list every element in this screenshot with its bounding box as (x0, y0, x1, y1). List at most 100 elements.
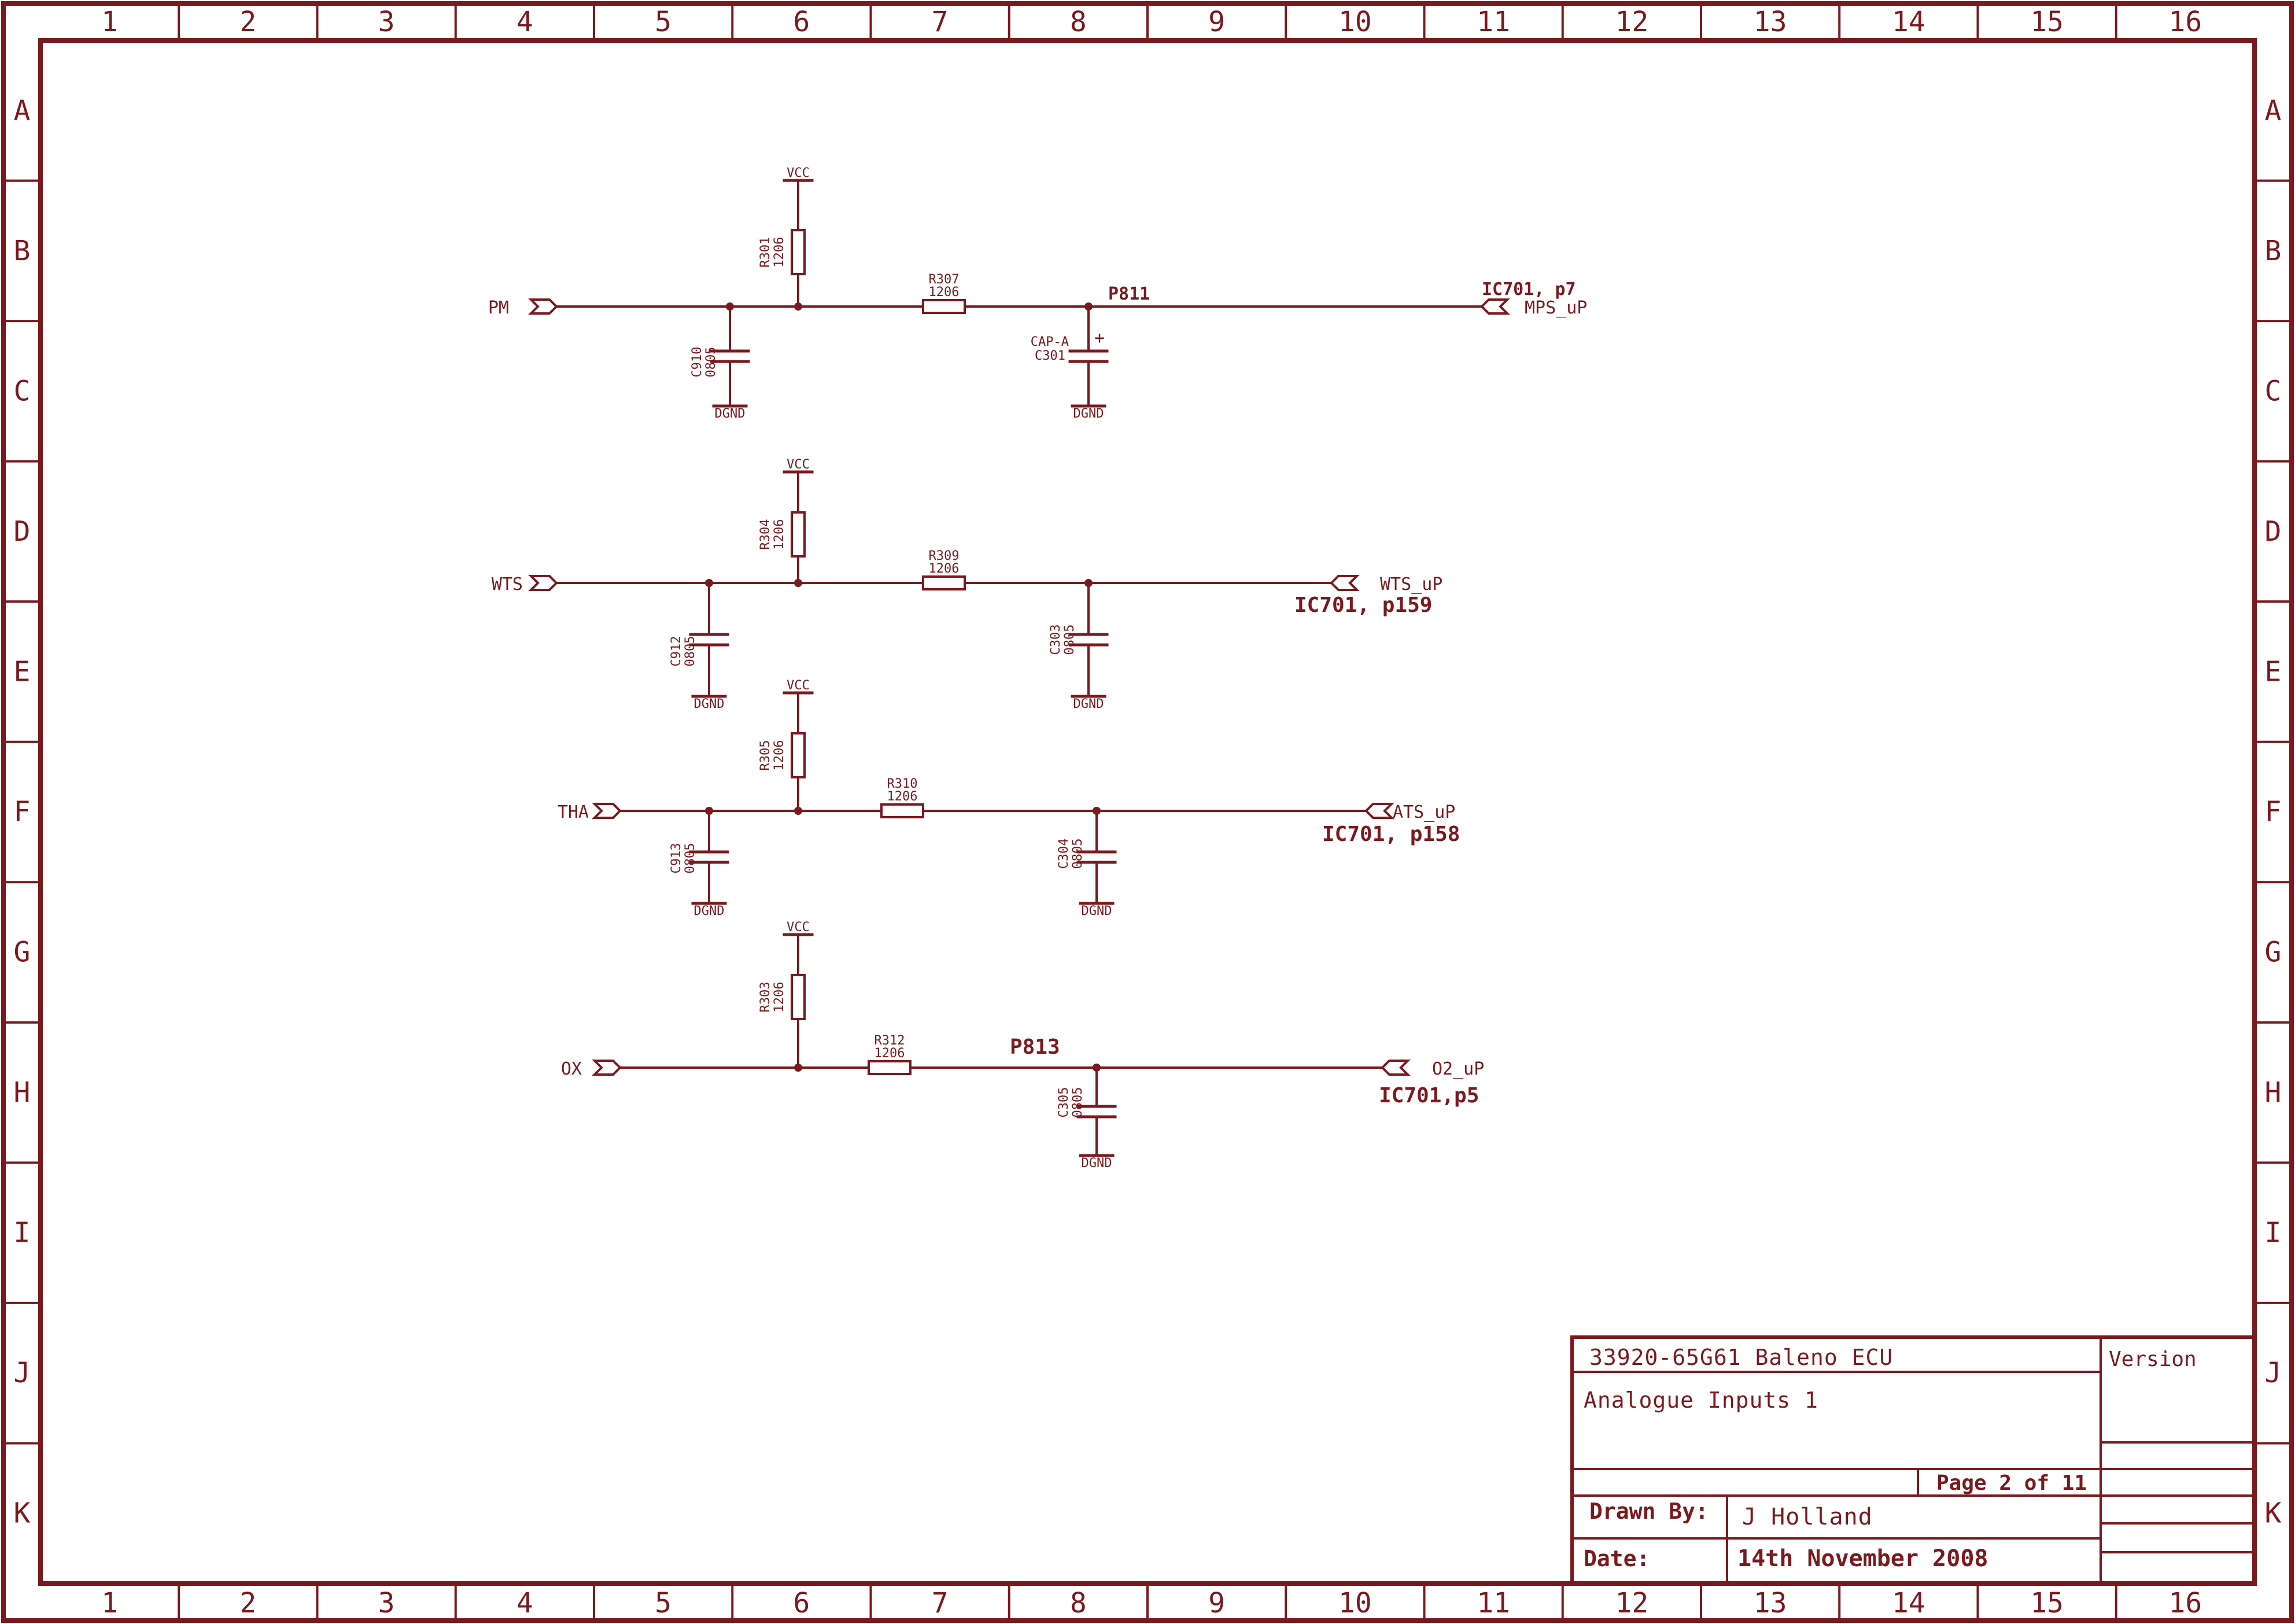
component-ref: R307 (929, 272, 960, 287)
junction-dot (794, 302, 802, 311)
net-label: P811 (1108, 284, 1150, 304)
output-port-flag (1364, 803, 1394, 819)
row-label-right: B (2265, 235, 2282, 267)
ground-label: DGND (1073, 407, 1104, 421)
column-label-top: 8 (1070, 6, 1087, 38)
row-label-right: A (2265, 94, 2282, 127)
component-package: 1206 (772, 237, 787, 268)
row-label-left: G (14, 936, 31, 969)
input-port-flag (528, 298, 558, 315)
row-label-left: K (14, 1497, 31, 1530)
output-port-label: ATS_uP (1393, 802, 1455, 822)
row-label-right: I (2265, 1217, 2282, 1249)
ground-label: DGND (1082, 1156, 1112, 1171)
pullup-resistor-body (791, 511, 806, 558)
column-label-bottom: 8 (1070, 1587, 1087, 1619)
column-label-top: 12 (1615, 6, 1648, 38)
row-label-left: I (14, 1217, 31, 1249)
column-label-bottom: 3 (378, 1587, 395, 1619)
column-label-top: 3 (378, 6, 395, 38)
column-label-top: 5 (655, 6, 671, 38)
drawn-by-name: J Holland (1742, 1504, 1873, 1530)
input-port-flag (528, 575, 558, 591)
output-port-label: MPS_uP (1525, 298, 1587, 318)
row-label-left: B (14, 235, 31, 267)
column-label-top: 6 (793, 6, 810, 38)
output-port-label: WTS_uP (1380, 574, 1442, 595)
column-label-bottom: 15 (2030, 1587, 2064, 1619)
row-label-right: E (2265, 655, 2282, 688)
component-package: 1206 (929, 285, 960, 300)
column-label-bottom: 13 (1754, 1587, 1787, 1619)
component-package: 1206 (772, 982, 787, 1013)
series-resistor-body (922, 299, 966, 314)
ground-label: DGND (694, 904, 725, 918)
component-ref: R305 (758, 740, 773, 771)
column-label-bottom: 4 (516, 1587, 533, 1619)
column-label-top: 14 (1892, 6, 1925, 38)
component-ref: R303 (758, 982, 773, 1013)
ic-pin-note: IC701, p159 (1294, 593, 1432, 617)
date-label: Date: (1584, 1546, 1650, 1571)
column-label-bottom: 16 (2168, 1587, 2202, 1619)
cap-polarity-mark: + (1094, 328, 1105, 348)
supply-label: VCC (787, 678, 810, 693)
column-label-top: 1 (101, 6, 118, 38)
row-label-left: C (14, 375, 31, 407)
input-port-flag (592, 803, 622, 819)
component-ref: R301 (758, 237, 773, 268)
series-resistor-body (922, 575, 966, 590)
pullup-resistor-body (791, 974, 806, 1020)
drawn-by-label: Drawn By: (1589, 1498, 1709, 1524)
version-label: Version (2109, 1348, 2197, 1371)
component-ref: C303 (1049, 625, 1063, 655)
column-label-top: 7 (932, 6, 949, 38)
ground-label: DGND (694, 697, 725, 711)
column-label-bottom: 14 (1892, 1587, 1925, 1619)
component-package: 0805 (1062, 625, 1077, 655)
supply-label: VCC (787, 920, 810, 935)
row-label-right: H (2265, 1076, 2282, 1109)
row-label-left: E (14, 655, 31, 688)
column-label-top: 15 (2030, 6, 2064, 38)
component-ref: R310 (887, 777, 918, 791)
component-package: 1206 (772, 519, 787, 550)
row-label-right: G (2265, 936, 2282, 969)
input-port-label: THA (558, 802, 589, 822)
column-label-bottom: 12 (1615, 1587, 1648, 1619)
component-package: 0805 (683, 843, 698, 874)
input-port-label: WTS (492, 574, 523, 595)
column-label-top: 4 (516, 6, 533, 38)
component-ref: C913 (669, 843, 684, 874)
output-port-flag (1330, 575, 1360, 591)
input-port-label: PM (488, 298, 509, 318)
component-package: 1206 (887, 789, 918, 804)
component-package: 1206 (772, 740, 787, 771)
series-resistor-body (868, 1060, 912, 1075)
row-label-right: K (2265, 1497, 2282, 1530)
ground-label: DGND (1082, 904, 1112, 918)
supply-label: VCC (787, 166, 810, 180)
junction-dot (794, 807, 802, 815)
ic-pin-note: IC701, p158 (1322, 822, 1460, 846)
series-resistor-body (880, 803, 924, 818)
column-label-top: 10 (1338, 6, 1372, 38)
junction-dot (794, 1064, 802, 1072)
input-port-label: OX (561, 1059, 582, 1079)
pullup-resistor-body (791, 229, 806, 275)
pullup-resistor-body (791, 732, 806, 778)
column-label-bottom: 11 (1477, 1587, 1510, 1619)
component-ref: C304 (1057, 839, 1071, 869)
component-ref: C301 (1035, 349, 1065, 363)
row-label-left: J (14, 1357, 31, 1389)
output-port-flag (1381, 1060, 1411, 1076)
ic-pin-note: IC701, p7 (1482, 279, 1576, 300)
column-label-bottom: 5 (655, 1587, 671, 1619)
supply-label: VCC (787, 457, 810, 472)
row-label-right: C (2265, 375, 2282, 407)
component-ref: R312 (875, 1034, 905, 1048)
